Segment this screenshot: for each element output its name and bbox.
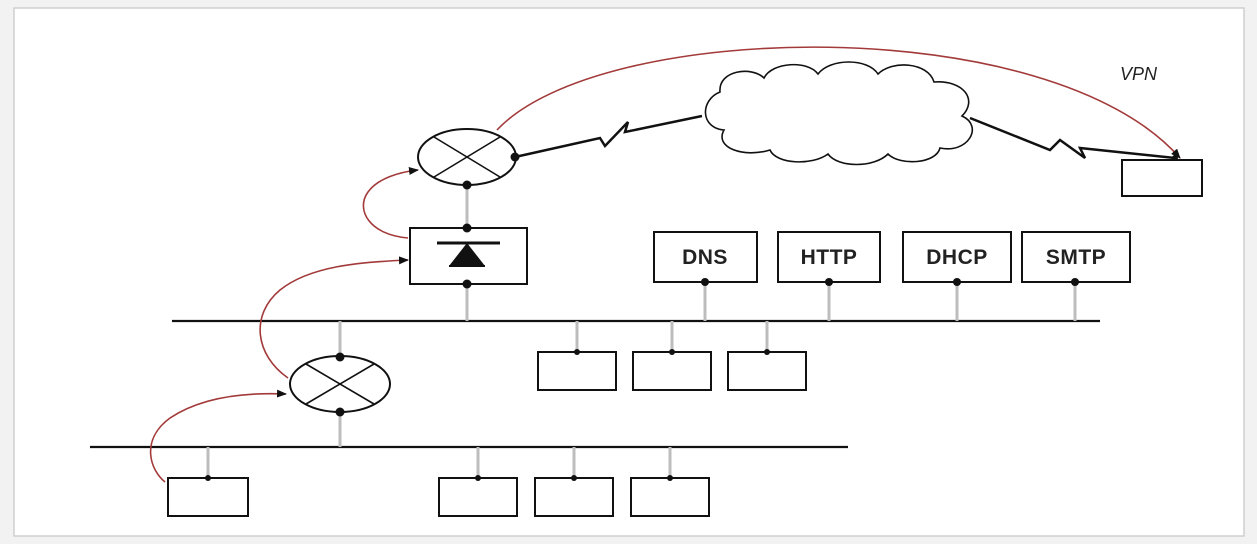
host-icon bbox=[537, 351, 617, 391]
host-icon bbox=[438, 477, 518, 517]
firewall-icon bbox=[409, 223, 528, 289]
upper-hosts bbox=[537, 351, 807, 391]
vpn-path bbox=[149, 46, 1181, 483]
vpn-label: VPN bbox=[1120, 64, 1158, 84]
host-icon bbox=[534, 477, 614, 517]
remote-host-icon bbox=[1121, 155, 1203, 197]
router-icon bbox=[417, 128, 520, 190]
wan-link-icon bbox=[514, 114, 703, 159]
host-icon bbox=[727, 351, 807, 391]
lower-hosts bbox=[167, 477, 710, 517]
drop-lines bbox=[206, 185, 1077, 478]
host-icon bbox=[630, 477, 710, 517]
service-label-smtp: SMTP bbox=[1046, 246, 1106, 269]
service-label-dhcp: DHCP bbox=[926, 246, 988, 269]
service-http: HTTP bbox=[777, 231, 881, 286]
service-dhcp: DHCP bbox=[902, 231, 1012, 286]
host-icon bbox=[632, 351, 712, 391]
service-smtp: SMTP bbox=[1021, 231, 1131, 286]
router-icon-lower bbox=[289, 352, 391, 417]
service-label-http: HTTP bbox=[801, 246, 858, 269]
host-icon bbox=[167, 477, 249, 517]
service-label-dns: DNS bbox=[682, 246, 728, 269]
service-dns: DNS bbox=[653, 231, 758, 286]
cloud-icon bbox=[704, 61, 974, 166]
wan-link-icon bbox=[969, 116, 1176, 160]
